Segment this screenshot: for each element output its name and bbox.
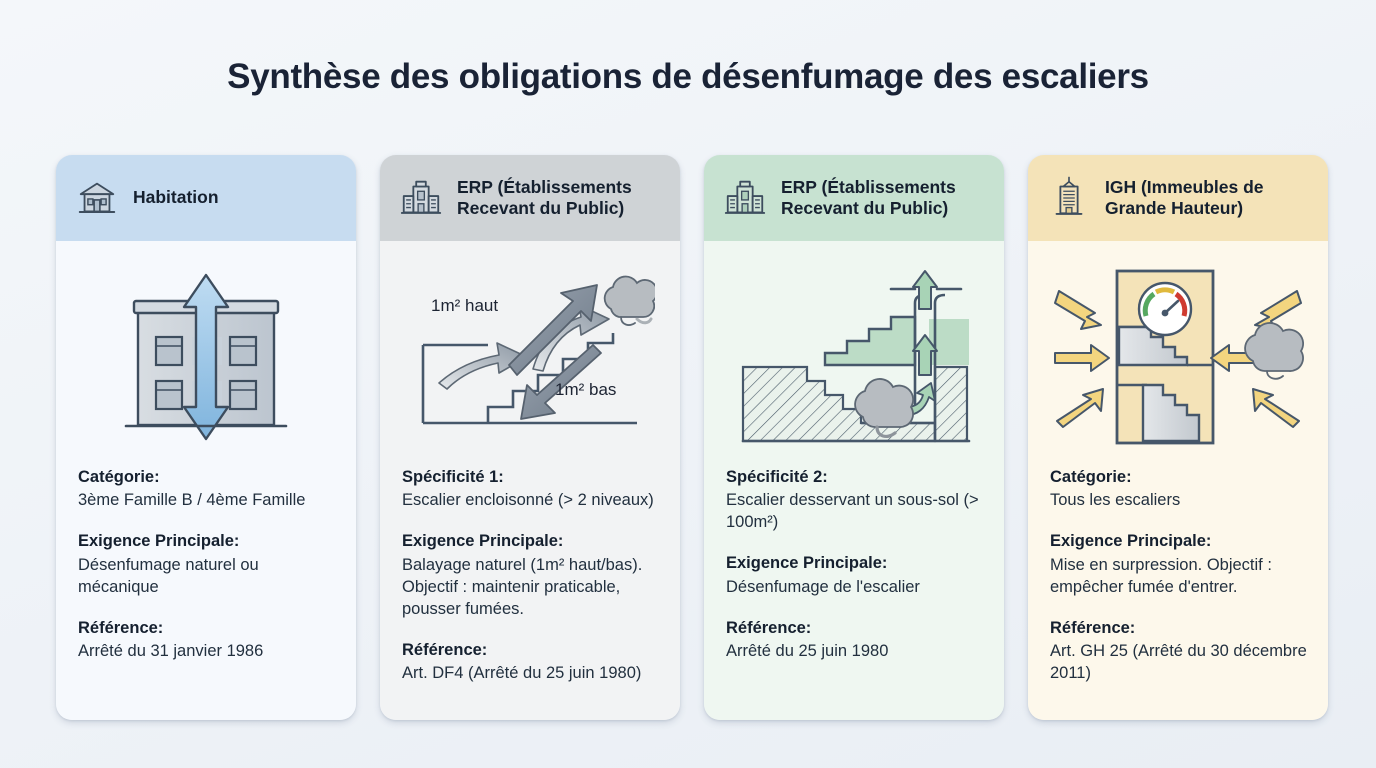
facts-list: Catégorie: Tous les escaliers Exigence P… xyxy=(1028,467,1328,685)
card-title: ERP (Établissements Recevant du Public) xyxy=(781,176,956,218)
illustration-staircase-sweep: 1m² haut 1m² bas xyxy=(380,241,680,467)
label-1m2-bas: 1m² bas xyxy=(555,380,616,399)
fact-label: Exigence Principale: xyxy=(1050,532,1212,551)
fact-item: Référence: Arrêté du 25 juin 1980 xyxy=(726,618,984,663)
card-title: IGH (Immeubles de Grande Hauteur) xyxy=(1105,176,1264,218)
card-header: Habitation xyxy=(56,155,356,241)
fact-label: Référence: xyxy=(1050,618,1136,637)
fact-label: Spécificité 2: xyxy=(726,468,828,486)
fact-value: Désenfumage naturel ou mécanique xyxy=(78,555,259,596)
fact-label: Exigence Principale: xyxy=(726,554,888,573)
illustration-building-airflow xyxy=(56,241,356,467)
fact-item: Catégorie: 3ème Famille B / 4ème Famille xyxy=(78,467,336,512)
fact-item: Exigence Principale: Désenfumage de l'es… xyxy=(726,553,984,598)
card-header: ERP (Établissements Recevant du Public) xyxy=(704,155,1004,241)
card-title: Habitation xyxy=(133,187,219,208)
label-1m2-haut: 1m² haut xyxy=(431,296,498,315)
building-icon xyxy=(724,180,766,214)
fact-label: Spécificité 1: xyxy=(402,468,504,486)
fact-value: Mise en surpression. Objectif : empêcher… xyxy=(1050,555,1272,596)
fact-item: Catégorie: Tous les escaliers xyxy=(1050,467,1308,512)
fact-value: Arrêté du 25 juin 1980 xyxy=(726,642,889,661)
fact-value: Escalier desservant un sous-sol (> 100m²… xyxy=(726,491,979,532)
card-erp-1: ERP (Établissements Recevant du Public) xyxy=(380,155,680,720)
card-header: IGH (Immeubles de Grande Hauteur) xyxy=(1028,155,1328,241)
fact-item: Exigence Principale: Désenfumage naturel… xyxy=(78,531,336,598)
illustration-basement-extraction xyxy=(704,241,1004,467)
fact-label: Catégorie: xyxy=(78,468,160,486)
fact-item: Référence: Art. GH 25 (Arrêté du 30 déce… xyxy=(1050,618,1308,685)
facts-list: Spécificité 2: Escalier desservant un so… xyxy=(704,467,1004,663)
house-icon xyxy=(78,182,116,213)
building-icon xyxy=(400,180,442,214)
fact-value: Arrêté du 31 janvier 1986 xyxy=(78,642,264,661)
card-igh: IGH (Immeubles de Grande Hauteur) xyxy=(1028,155,1328,720)
card-body: Spécificité 2: Escalier desservant un so… xyxy=(704,241,1004,720)
card-erp-2: ERP (Établissements Recevant du Public) xyxy=(704,155,1004,720)
fact-item: Référence: Art. DF4 (Arrêté du 25 juin 1… xyxy=(402,640,660,685)
facts-list: Spécificité 1: Escalier encloisonné (> 2… xyxy=(380,467,680,685)
fact-label: Exigence Principale: xyxy=(402,532,564,551)
card-body: 1m² haut 1m² bas Spécificité 1: Escalier… xyxy=(380,241,680,720)
card-title: ERP (Établissements Recevant du Public) xyxy=(457,176,632,218)
facts-list: Catégorie: 3ème Famille B / 4ème Famille… xyxy=(56,467,356,663)
fact-value: Désenfumage de l'escalier xyxy=(726,577,920,596)
fact-value: Art. DF4 (Arrêté du 25 juin 1980) xyxy=(402,664,642,683)
fact-label: Référence: xyxy=(402,640,488,659)
card-header: ERP (Établissements Recevant du Public) xyxy=(380,155,680,241)
card-grid: Habitation xyxy=(56,155,1328,720)
fact-label: Catégorie: xyxy=(1050,468,1132,486)
fact-value: Tous les escaliers xyxy=(1050,491,1181,510)
fact-value: Balayage naturel (1m² haut/bas). Objecti… xyxy=(402,555,643,618)
page-title: Synthèse des obligations de désenfumage … xyxy=(227,57,1149,96)
fact-item: Spécificité 1: Escalier encloisonné (> 2… xyxy=(402,467,660,512)
fact-label: Référence: xyxy=(726,618,812,637)
card-body: Catégorie: 3ème Famille B / 4ème Famille… xyxy=(56,241,356,720)
tower-icon xyxy=(1055,176,1083,215)
fact-value: 3ème Famille B / 4ème Famille xyxy=(78,491,306,510)
card-habitation: Habitation xyxy=(56,155,356,720)
fact-item: Exigence Principale: Mise en surpression… xyxy=(1050,531,1308,598)
illustration-pressurized-stairwell xyxy=(1028,241,1328,467)
fact-label: Exigence Principale: xyxy=(78,532,240,551)
fact-item: Référence: Arrêté du 31 janvier 1986 xyxy=(78,618,336,663)
fact-label: Référence: xyxy=(78,618,164,637)
fact-value: Art. GH 25 (Arrêté du 30 décembre 2011) xyxy=(1050,642,1307,683)
fact-item: Spécificité 2: Escalier desservant un so… xyxy=(726,467,984,534)
fact-value: Escalier encloisonné (> 2 niveaux) xyxy=(402,491,654,510)
card-body: Catégorie: Tous les escaliers Exigence P… xyxy=(1028,241,1328,720)
fact-item: Exigence Principale: Balayage naturel (1… xyxy=(402,531,660,620)
